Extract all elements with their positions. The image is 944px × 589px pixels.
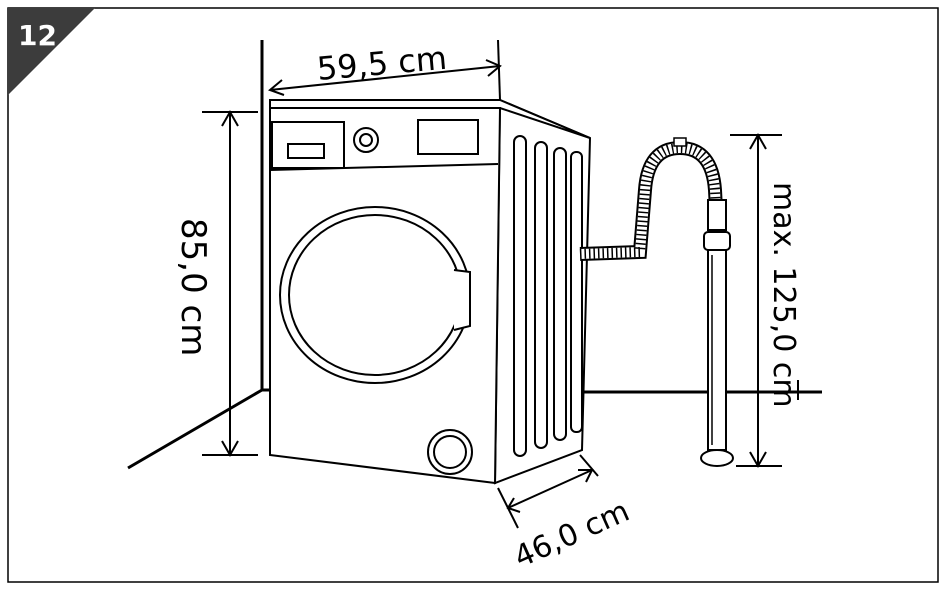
- side-rib-2: [534, 141, 548, 449]
- height-arrow-top: [221, 109, 239, 127]
- dimension-depth: [497, 454, 599, 529]
- side-rib-4: [570, 151, 583, 433]
- washing-machine: [269, 98, 592, 485]
- dimension-height: [202, 109, 258, 458]
- side-rib-3: [553, 147, 567, 441]
- height-arrow-bottom: [221, 440, 239, 458]
- door-handle: [453, 269, 471, 331]
- width-extension-right: [497, 39, 501, 101]
- width-label: 59,5 cm: [315, 39, 448, 88]
- hose-hook: [673, 137, 687, 147]
- program-knob-center: [359, 133, 373, 147]
- width-arrow-left: [268, 79, 285, 96]
- badge-number: 12: [18, 19, 57, 52]
- badge-triangle: [8, 8, 95, 95]
- depth-extension-back: [579, 454, 599, 477]
- hose-body-inner: [579, 142, 721, 259]
- depth-dimension-line: [507, 469, 593, 509]
- drain-height-label: max. 125,0 cm: [766, 182, 801, 408]
- step-badge: 12: [8, 8, 95, 95]
- drain-pipe-base: [700, 449, 734, 467]
- hose-connector: [707, 199, 727, 231]
- door-glass: [288, 214, 462, 376]
- width-dimension-line: [269, 65, 501, 91]
- side-rib-1: [513, 135, 527, 457]
- dimension-drain-height: [730, 132, 799, 469]
- width-arrow-right: [485, 59, 502, 77]
- floor-left-line: [127, 388, 263, 470]
- depth-label: 46,0 cm: [509, 494, 635, 576]
- filter-cover-inner: [433, 435, 467, 469]
- drain-hose: [579, 137, 734, 467]
- dimension-width: [268, 39, 502, 101]
- hose-clamp: [703, 231, 731, 251]
- depth-arrow-back: [578, 469, 594, 483]
- drain-arrow-bottom: [749, 451, 767, 469]
- panel-border: [7, 7, 939, 583]
- drawer-handle: [287, 143, 325, 159]
- display-panel: [417, 119, 479, 155]
- height-label: 85,0 cm: [173, 218, 213, 356]
- depth-arrow-front: [506, 497, 521, 513]
- drain-arrow-top: [749, 132, 767, 150]
- drain-pipe: [707, 249, 727, 451]
